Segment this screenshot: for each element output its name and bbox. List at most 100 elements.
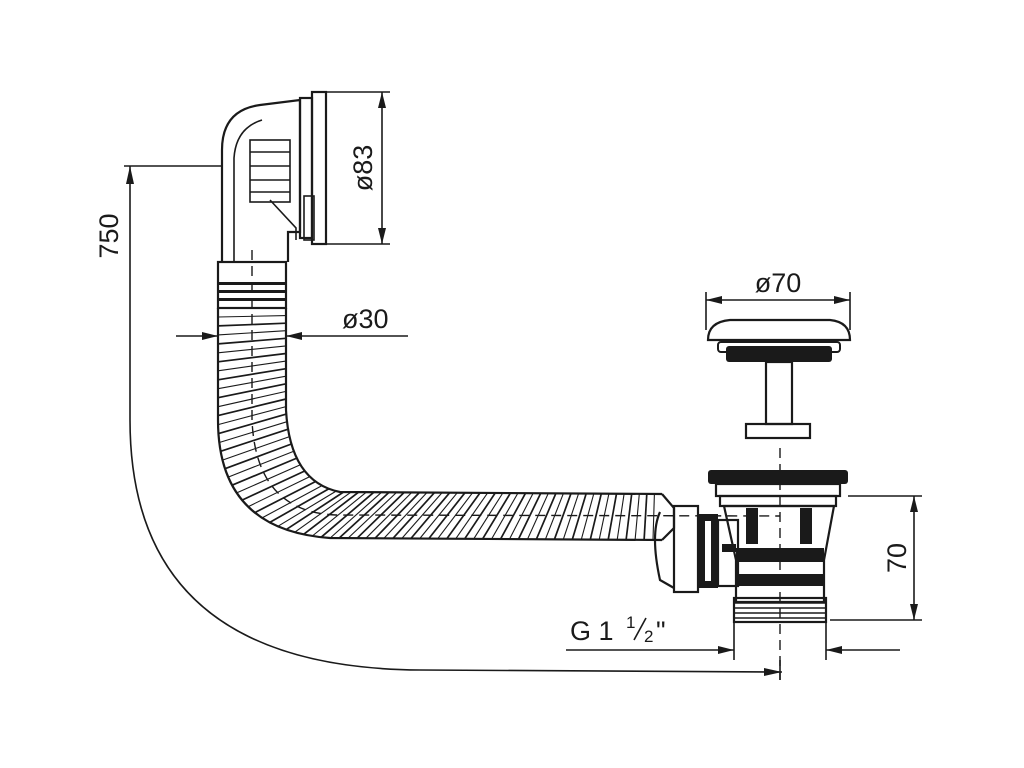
hose-rib (338, 491, 390, 539)
hose-rib (219, 421, 288, 444)
connector-mark (722, 544, 736, 552)
overflow-diameter-label: ø83 (348, 145, 378, 192)
hose-rib (217, 406, 287, 426)
hose-rib (365, 492, 413, 539)
hose-rib (329, 491, 382, 539)
hose-rib (217, 315, 287, 318)
hose-rib (499, 492, 527, 540)
thread-numerator: 1 (626, 613, 635, 632)
hose-rib (217, 382, 287, 399)
drain-band (736, 548, 824, 562)
thread-denominator: 2 (644, 627, 653, 646)
drain-height-label: 70 (882, 543, 912, 573)
hose-rib (392, 492, 436, 539)
hose-rib (481, 492, 512, 540)
drain-flange-ring (718, 494, 838, 508)
hose-rib (254, 480, 316, 514)
hose-rib (236, 464, 301, 494)
plug-seal (726, 346, 832, 362)
hose-rib (509, 492, 534, 540)
plug-diameter-label: ø70 (755, 268, 802, 298)
hose-rib (535, 492, 557, 540)
hose-rib (285, 491, 345, 531)
hose-rib (218, 413, 287, 435)
hose-rib (598, 493, 610, 540)
plug-cap (706, 318, 852, 342)
hose-rib (410, 492, 451, 540)
hose-rib (625, 493, 633, 540)
hose-rib (517, 492, 542, 540)
drain-body (653, 448, 848, 680)
hose-rib (217, 330, 287, 336)
hose-rib (383, 492, 428, 539)
drain-rib (800, 508, 812, 544)
hose-rib (553, 493, 572, 540)
hose-rib (217, 367, 287, 381)
hose-rib (446, 492, 481, 540)
drain-flange-ring (714, 482, 842, 498)
hose-rib (311, 491, 367, 537)
hose-rib (643, 493, 648, 540)
hose-rib (217, 345, 287, 354)
hose-diameter-label: ø30 (342, 304, 389, 334)
drain-rib (746, 508, 758, 544)
hose-rib (589, 493, 603, 540)
hose-rib (217, 322, 287, 327)
thread-inch-mark: " (656, 616, 666, 646)
hose-rib (220, 428, 289, 453)
hose-rib (652, 493, 655, 540)
hose-centerline (251, 250, 781, 517)
corrugated-hose (216, 250, 781, 542)
hose-rib (241, 470, 306, 501)
connector-nut (672, 504, 700, 594)
plug (706, 318, 852, 440)
hose-rib (526, 493, 549, 540)
hose-rib (544, 493, 564, 540)
hose-rib (217, 390, 287, 408)
hose-rib (607, 493, 618, 540)
overflow-head (216, 90, 328, 310)
hose-rib (261, 485, 323, 519)
length-label: 750 (94, 213, 124, 258)
hose-rib (347, 491, 397, 539)
hose-rib (428, 492, 466, 540)
hose-rib (269, 488, 330, 524)
hose-rib (277, 490, 337, 527)
plug-foot (744, 422, 812, 440)
hose-rib (224, 443, 292, 470)
thread-fraction-slash (633, 617, 647, 641)
thread-label: G 1 1 2 " (570, 613, 666, 646)
hose-rib (217, 360, 287, 372)
hose-rib (562, 493, 580, 540)
hose-rib (227, 450, 295, 478)
hose-rib (217, 352, 287, 363)
hose-rib (294, 491, 352, 533)
hose-rib (356, 491, 405, 539)
overflow-flange-outer (310, 90, 328, 246)
hose-rib (455, 492, 489, 540)
hose-rib (473, 492, 504, 540)
overflow-elbow-inner (233, 119, 263, 262)
hose-rib (217, 398, 287, 417)
overflow-flange-inner (298, 96, 314, 240)
hose-rib (491, 492, 519, 540)
hose-ribs (217, 315, 655, 540)
hose-rib (419, 492, 458, 539)
overflow-tab (303, 195, 315, 241)
hose-rib (320, 491, 375, 538)
hose-rib (222, 436, 290, 461)
dimension-lines (124, 91, 922, 680)
connector-gasket-inner (703, 519, 713, 583)
hose-collar (661, 493, 676, 541)
overflow-grill (249, 139, 291, 203)
connector-sleeve (653, 511, 675, 589)
hose-rib (401, 492, 443, 539)
hose-rib (247, 476, 311, 508)
hose-rib (437, 492, 473, 539)
thread-prefix: G 1 (570, 616, 614, 646)
overflow-lever (269, 199, 297, 240)
hose-rib (374, 491, 421, 539)
hose-rib (616, 493, 625, 540)
hose-rib (302, 491, 360, 536)
